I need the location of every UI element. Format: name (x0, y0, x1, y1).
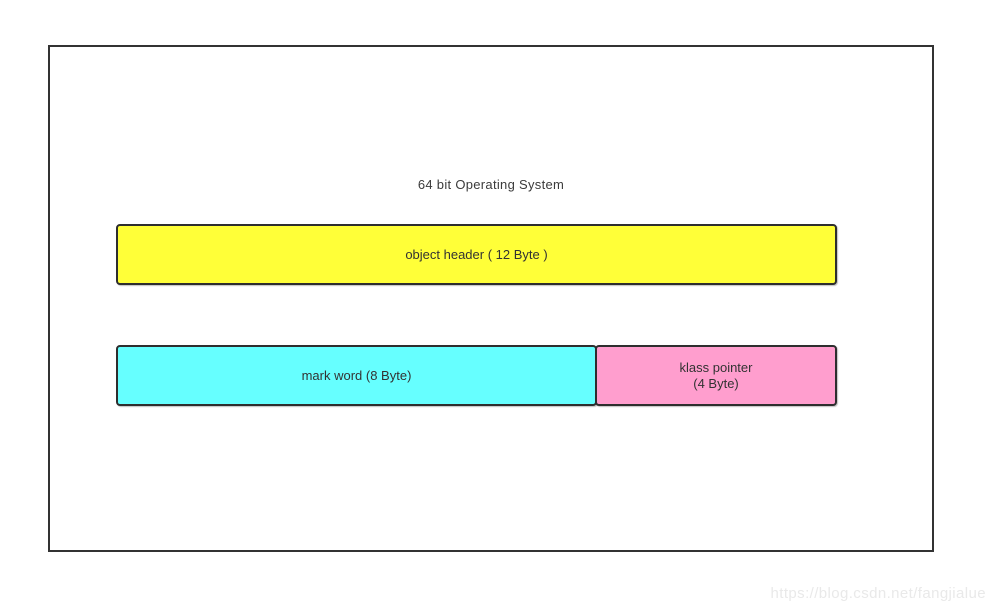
klass-pointer-box: klass pointer (4 Byte) (595, 345, 837, 406)
diagram-title: 64 bit Operating System (417, 177, 565, 192)
klass-pointer-label-line2: (4 Byte) (693, 375, 739, 391)
watermark-url: https://blog.csdn.net/fangjialue (770, 585, 986, 602)
object-header-box: object header ( 12 Byte ) (116, 224, 837, 285)
mark-word-box: mark word (8 Byte) (116, 345, 597, 406)
mark-word-label: mark word (8 Byte) (301, 367, 412, 383)
klass-pointer-label-line1: klass pointer (679, 359, 753, 375)
outer-frame: 64 bit Operating System object header ( … (48, 45, 934, 552)
object-header-label: object header ( 12 Byte ) (405, 246, 548, 262)
